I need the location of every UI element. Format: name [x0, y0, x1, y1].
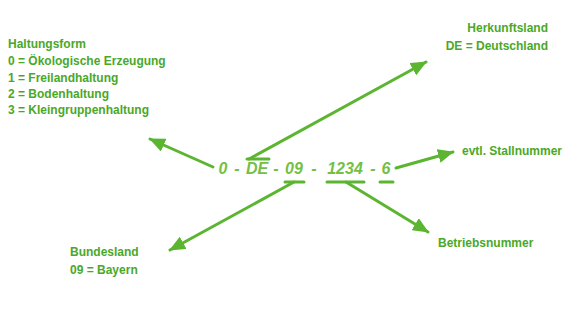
arrow-betriebsnummer [346, 182, 428, 232]
code-part: 09 [285, 160, 303, 178]
code-part: - [311, 160, 316, 178]
code-legend-label: Haltungsform [8, 36, 86, 52]
code-part: - [273, 160, 278, 178]
code-legend-label: 0 = Ökologische Erzeugung [8, 53, 166, 69]
code-legend-label: Bundesland [70, 244, 139, 260]
arrow-haltungsform [150, 139, 213, 167]
arrow-bundesland [170, 182, 294, 250]
egg-shape: 0-DE-09-1234-6 [172, 0, 448, 322]
code-legend-label: DE = Deutschland [446, 38, 548, 54]
arrow-herkunftsland [249, 62, 426, 159]
egg-outline [172, 0, 448, 322]
code-part: 6 [382, 160, 391, 178]
code-part: 0 [219, 160, 228, 178]
code-part: - [370, 160, 375, 178]
arrow-stallnummer [396, 152, 453, 168]
code-legend-label: Herkunftsland [467, 20, 548, 36]
code-legend-label: 3 = Kleingruppenhaltung [8, 102, 149, 118]
code-legend-label: evtl. Stallnummer [462, 143, 562, 159]
code-part: 1234 [327, 160, 363, 178]
underline-stallnummer [380, 181, 393, 184]
code-legend-label: 2 = Bodenhaltung [8, 86, 109, 102]
code-legend-label: 09 = Bayern [70, 262, 138, 278]
code-part: DE [246, 160, 268, 178]
code-legend-label: Betriebsnummer [438, 235, 533, 251]
code-legend-label: 1 = Freilandhaltung [8, 70, 118, 86]
egg-illustration [172, 0, 448, 322]
code-part: - [234, 160, 239, 178]
